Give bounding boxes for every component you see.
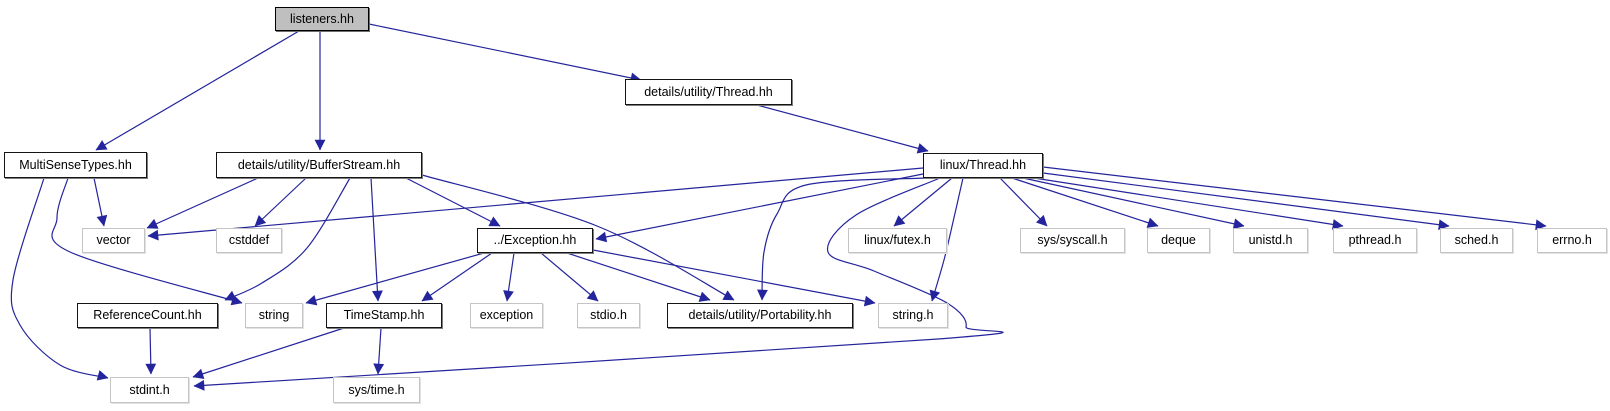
node-label: listeners.hh [290,11,354,26]
node-label: details/utility/Thread.hh [644,84,773,99]
edge-linux-thread-to-exception-hh [595,173,924,243]
node-label: ReferenceCount.hh [93,308,202,323]
edge-linux-thread-to-vector [147,167,924,241]
node-label: TimeStamp.hh [343,308,425,323]
node-portability[interactable]: details/utility/Portability.hh [667,303,853,328]
node-label: linux/Thread.hh [939,158,1027,173]
node-label: exception [479,308,534,323]
node-pthread: pthread.h [1333,228,1417,253]
edge-linux-thread-to-sched [1042,172,1450,231]
node-vector: vector [82,228,145,253]
edge-group [10,23,1547,391]
node-string-h: string.h [878,303,948,328]
edge-exception-hh-to-string [305,252,485,306]
node-exception: exception [470,303,543,328]
node-stdio: stdio.h [577,303,640,328]
edge-multisense-types-to-stdint [10,177,109,381]
node-timestamp[interactable]: TimeStamp.hh [326,303,442,328]
edge-exception-hh-to-portability [566,252,711,302]
edge-linux-thread-to-deque [1011,177,1159,228]
edge-linux-thread-to-pthread [1033,177,1344,230]
node-errno: errno.h [1537,228,1607,253]
edge-buffer-stream-to-timestamp [370,177,383,302]
edge-exception-hh-to-timestamp [421,252,493,302]
edge-buffer-stream-to-reference-count [224,177,351,301]
edge-exception-hh-to-stdio [540,252,599,302]
node-label: sys/time.h [348,382,405,397]
node-futex: linux/futex.h [848,228,947,253]
edge-reference-count-to-stdint [145,327,157,375]
node-exception-hh[interactable]: ../Exception.hh [477,228,593,253]
node-label: details/utility/BufferStream.hh [237,157,401,172]
node-label: string [258,308,290,323]
edge-exception-hh-to-string-h [592,249,876,307]
node-multisense-types[interactable]: MultiSenseTypes.hh [4,152,147,178]
node-cstddef: cstddef [216,228,282,253]
node-deque: deque [1147,228,1210,253]
node-label: stdio.h [590,308,627,323]
node-label: sys/syscall.h [1037,233,1108,248]
node-util-thread[interactable]: details/utility/Thread.hh [625,79,792,105]
edge-multisense-types-to-vector [93,177,108,227]
node-label: sched.h [1454,233,1499,248]
node-label: cstddef [228,233,270,248]
node-listeners: listeners.hh [275,7,369,31]
node-label: pthread.h [1348,233,1402,248]
edge-buffer-stream-to-exception-hh [405,177,501,227]
edge-linux-thread-to-errno [1042,166,1547,231]
edge-listeners-to-multisense-types [95,30,300,151]
edge-linux-thread-to-stdint [193,177,1004,391]
node-linux-thread[interactable]: linux/Thread.hh [923,153,1043,178]
edge-multisense-types-to-string [51,177,243,306]
edge-buffer-stream-to-cstddef [254,177,307,227]
edge-buffer-stream-to-vector [146,177,259,229]
node-unistd: unistd.h [1233,228,1308,253]
node-reference-count[interactable]: ReferenceCount.hh [77,303,218,328]
node-syscall: sys/syscall.h [1020,228,1125,253]
edge-util-thread-to-linux-thread [756,104,929,154]
node-label: errno.h [1552,233,1592,248]
node-stdint: stdint.h [110,377,189,403]
node-label: ../Exception.hh [493,233,577,248]
edge-linux-thread-to-string-h [929,177,964,302]
edge-linux-thread-to-futex [893,177,953,227]
node-label: stdint.h [129,382,170,397]
edge-exception-hh-to-exception [503,252,515,302]
node-sched: sched.h [1440,228,1513,253]
node-label: linux/futex.h [864,233,931,248]
edge-timestamp-to-sys-time [373,327,385,375]
edge-linux-thread-to-unistd [1022,177,1245,230]
node-buffer-stream[interactable]: details/utility/BufferStream.hh [216,152,422,178]
node-label: deque [1161,233,1196,248]
node-sys-time: sys/time.h [333,377,420,403]
node-label: details/utility/Portability.hh [688,308,832,323]
edge-buffer-stream-to-portability [421,174,735,301]
node-label: string.h [892,308,934,323]
edge-timestamp-to-stdint [192,327,345,379]
edge-listeners-to-util-thread [368,23,642,84]
node-string: string [245,303,303,328]
node-label: unistd.h [1248,233,1293,248]
edge-linux-thread-to-syscall [999,177,1048,227]
edge-linux-thread-to-portability [757,177,926,301]
node-label: vector [96,233,131,248]
node-label: MultiSenseTypes.hh [19,157,132,172]
